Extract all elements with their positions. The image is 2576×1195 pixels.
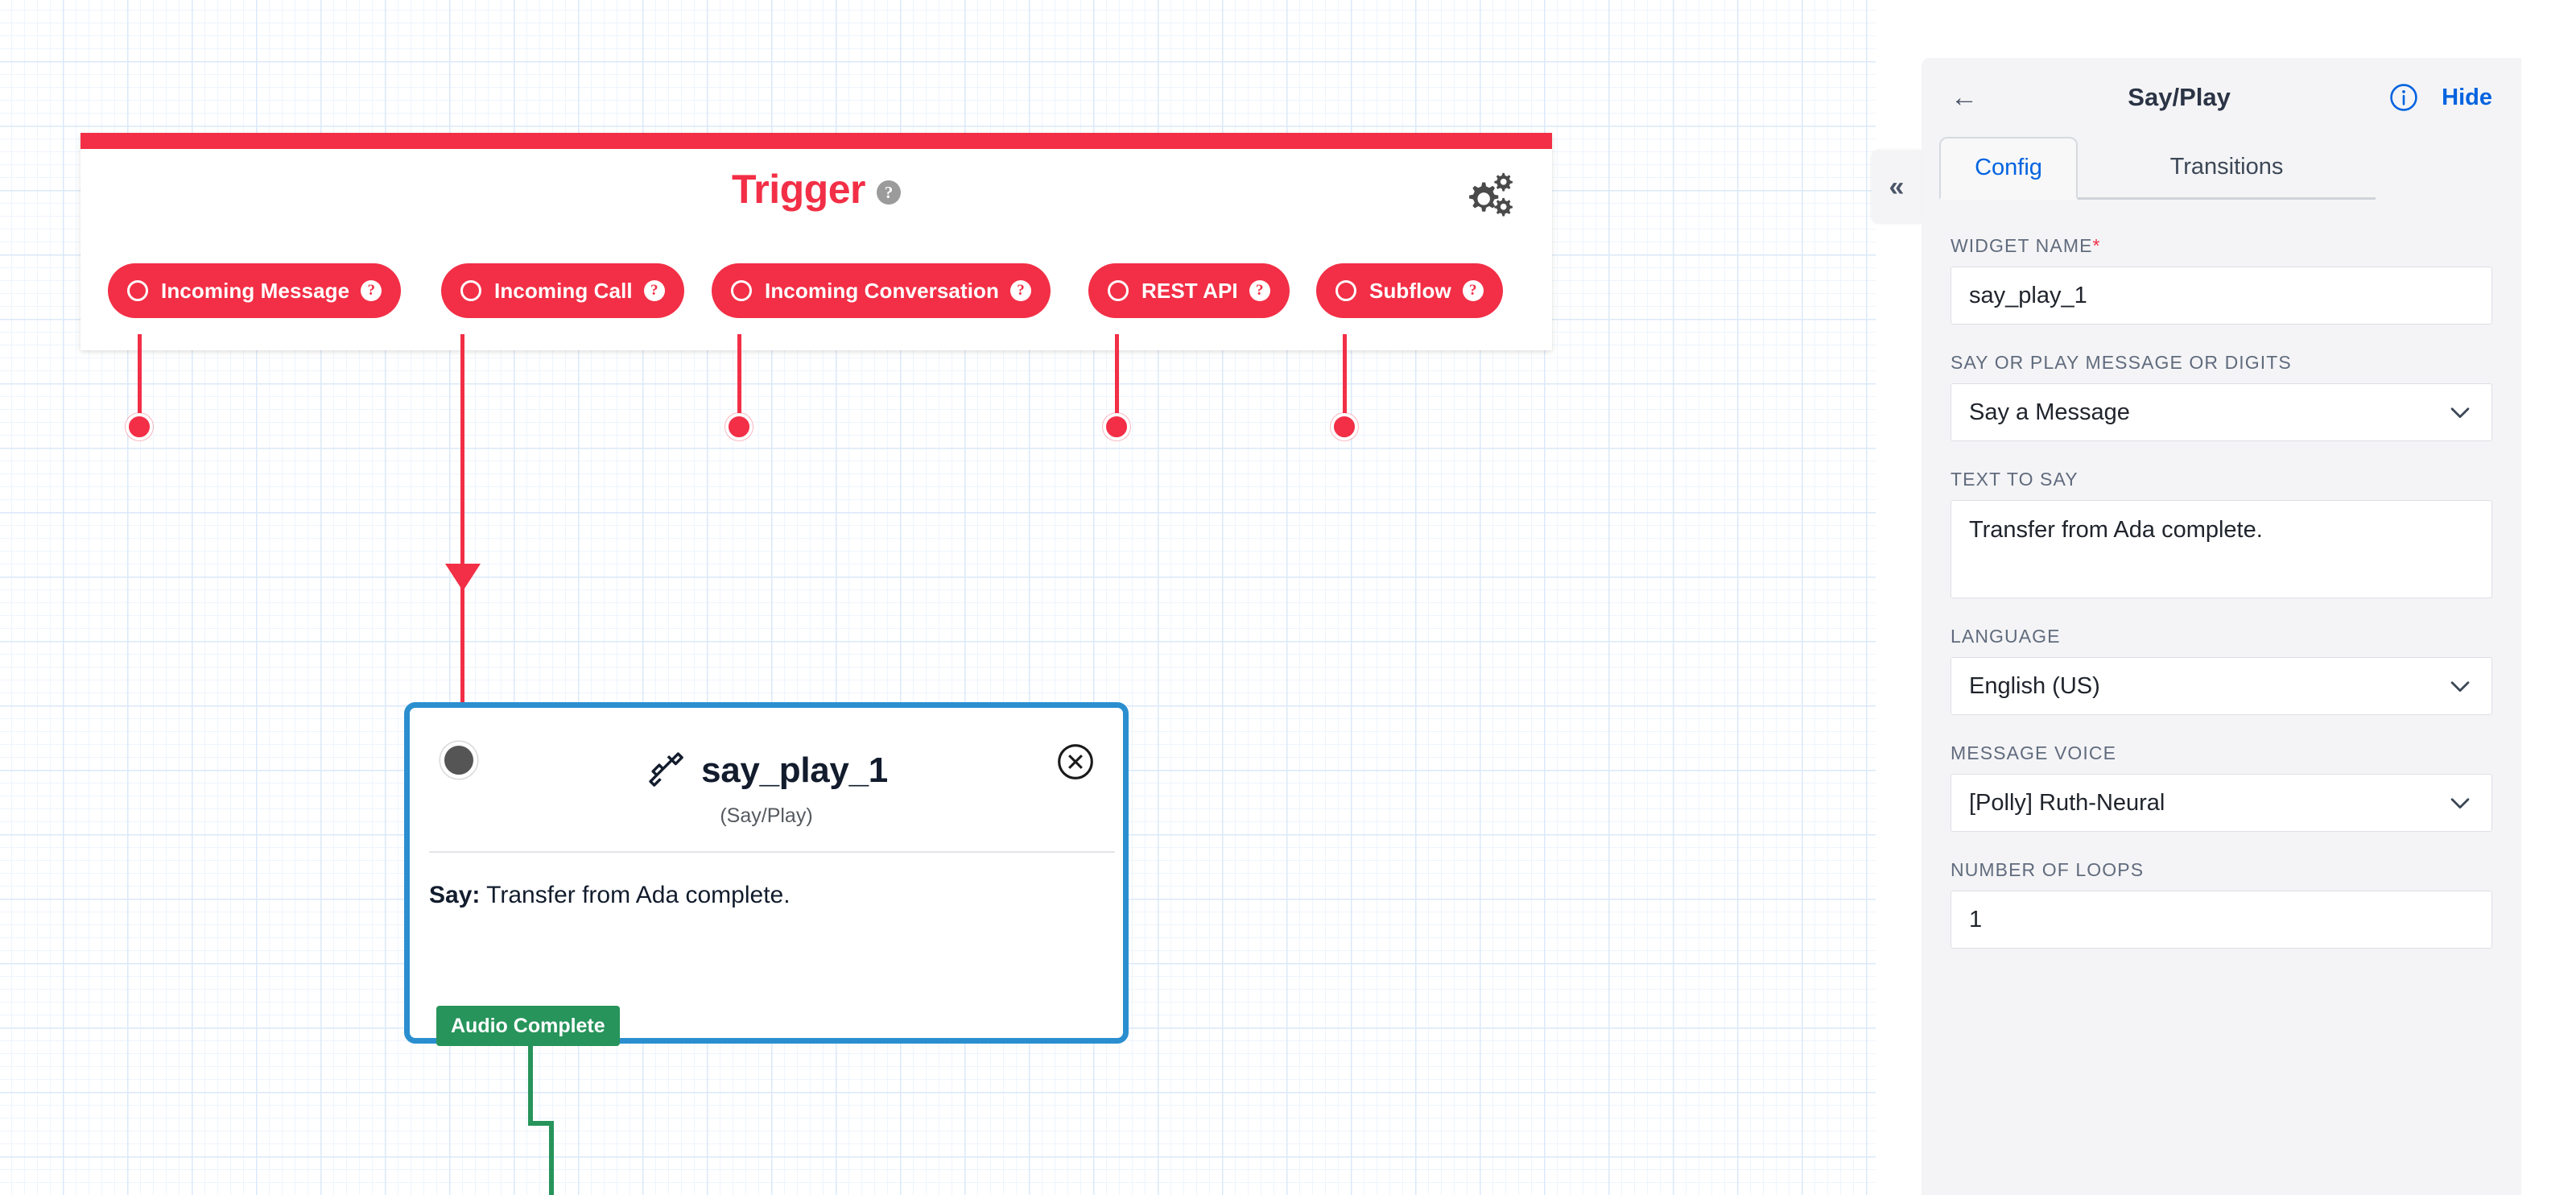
label-text: WIDGET NAME <box>1951 235 2093 256</box>
panel-header: ← Say/Play Hide <box>1922 58 2521 137</box>
connector-arrow-to-widget <box>445 564 481 591</box>
info-circle-icon[interactable] <box>2388 82 2419 113</box>
field-text-to-say: TEXT TO SAY Transfer from Ada complete. <box>1951 469 2492 598</box>
tab-config[interactable]: Config <box>1939 137 2078 200</box>
widget-body-text: Transfer from Ada complete. <box>486 882 791 908</box>
field-label: MESSAGE VOICE <box>1951 742 2117 763</box>
trigger-title: Trigger <box>732 167 865 212</box>
field-label: LANGUAGE <box>1951 626 2061 647</box>
widget-card-say-play[interactable]: say_play_1 (Say/Play) Say: Transfer from… <box>404 702 1129 1044</box>
widget-name-input[interactable]: say_play_1 <box>1951 267 2492 325</box>
trigger-pill-subflow[interactable]: Subflow ? <box>1316 263 1503 318</box>
say-or-play-select[interactable]: Say a Message <box>1951 383 2492 441</box>
connector-endpoint-incoming-conversation[interactable] <box>725 413 753 440</box>
close-circle-icon[interactable] <box>1055 742 1096 782</box>
widget-body-label: Say: <box>429 882 481 908</box>
widget-drag-handle[interactable] <box>440 742 477 779</box>
flow-canvas[interactable]: Incoming Message ? Incoming Call ? Incom… <box>0 0 1876 1195</box>
circle-icon <box>127 280 148 301</box>
trigger-pill-label: Incoming Conversation <box>765 278 1000 303</box>
field-label: NUMBER OF LOOPS <box>1951 859 2145 880</box>
help-icon[interactable]: ? <box>361 280 382 301</box>
widget-config-panel: ← Say/Play Hide Config Transitions WIDGE… <box>1922 58 2521 1195</box>
field-label: WIDGET NAME* <box>1951 235 2492 257</box>
field-label: SAY OR PLAY MESSAGE OR DIGITS <box>1951 352 2292 373</box>
field-label: TEXT TO SAY <box>1951 469 2079 490</box>
panel-tabs: Config Transitions <box>1922 137 2521 200</box>
transition-chip-audio-complete[interactable]: Audio Complete <box>436 1006 620 1046</box>
field-say-or-play: SAY OR PLAY MESSAGE OR DIGITS Say a Mess… <box>1951 352 2492 441</box>
connector-stem-incoming-message <box>138 334 142 423</box>
trigger-title-row: Trigger ? <box>80 157 1552 221</box>
trigger-pill-label: Subflow <box>1369 278 1451 303</box>
required-marker: * <box>2092 235 2101 256</box>
gears-icon[interactable] <box>1463 170 1513 220</box>
connector-stem-subflow <box>1343 334 1347 423</box>
select-value: Say a Message <box>1969 399 2130 425</box>
help-icon[interactable]: ? <box>1010 280 1032 301</box>
widget-title-row: say_play_1 <box>410 748 1123 792</box>
hide-link[interactable]: Hide <box>2442 84 2492 110</box>
trigger-pill-incoming-message[interactable]: Incoming Message ? <box>108 263 402 318</box>
field-language: LANGUAGE English (US) <box>1951 626 2492 715</box>
language-select[interactable]: English (US) <box>1951 657 2492 715</box>
panel-collapse-toggle[interactable]: « <box>1872 150 1922 224</box>
widget-subtitle: (Say/Play) <box>720 804 813 827</box>
connector-stem-incoming-conversation <box>737 334 741 423</box>
chevron-double-left-icon: « <box>1889 171 1905 202</box>
circle-icon <box>731 280 752 301</box>
connector-endpoint-subflow[interactable] <box>1331 413 1358 440</box>
circle-icon <box>1108 280 1129 301</box>
config-form: WIDGET NAME* say_play_1 SAY OR PLAY MESS… <box>1922 200 2521 949</box>
transition-line-vertical-upper <box>528 1039 533 1126</box>
circle-icon <box>460 280 481 301</box>
panel-title: Say/Play <box>2128 83 2231 111</box>
text-to-say-textarea[interactable]: Transfer from Ada complete. <box>1951 500 2492 598</box>
select-value: [Polly] Ruth-Neural <box>1969 789 2165 816</box>
connector-endpoint-incoming-message[interactable] <box>126 413 153 440</box>
select-value: English (US) <box>1969 672 2100 699</box>
help-icon[interactable]: ? <box>1462 280 1484 301</box>
number-of-loops-input[interactable]: 1 <box>1951 891 2492 949</box>
circle-icon <box>1335 280 1356 301</box>
help-icon[interactable]: ? <box>1249 280 1270 301</box>
trigger-pill-label: Incoming Call <box>494 278 633 303</box>
phone-handset-icon <box>645 748 685 792</box>
trigger-accent-bar <box>80 133 1552 149</box>
chevron-down-icon <box>2446 789 2474 817</box>
chevron-down-icon <box>2446 399 2474 426</box>
trigger-pill-incoming-conversation[interactable]: Incoming Conversation ? <box>712 263 1051 318</box>
field-widget-name: WIDGET NAME* say_play_1 <box>1951 235 2492 325</box>
connector-stem-rest-api <box>1115 334 1119 423</box>
tab-transitions[interactable]: Transitions <box>2078 137 2376 200</box>
message-voice-select[interactable]: [Polly] Ruth-Neural <box>1951 774 2492 832</box>
connector-stem-incoming-call <box>460 334 464 568</box>
connector-stem-to-widget <box>460 585 464 705</box>
help-icon[interactable]: ? <box>643 280 665 301</box>
field-number-of-loops: NUMBER OF LOOPS 1 <box>1951 859 2492 949</box>
chevron-down-icon <box>2446 672 2474 700</box>
widget-title: say_play_1 <box>701 750 888 790</box>
divider <box>429 851 1115 853</box>
trigger-pill-label: Incoming Message <box>161 278 350 303</box>
connector-endpoint-rest-api[interactable] <box>1103 413 1130 440</box>
transition-line-jog <box>528 1121 554 1126</box>
transition-line-vertical-lower <box>549 1121 554 1195</box>
help-icon[interactable]: ? <box>876 180 901 205</box>
back-arrow-icon[interactable]: ← <box>1951 82 1978 113</box>
widget-body: Say: Transfer from Ada complete. <box>429 879 1121 912</box>
trigger-pill-incoming-call[interactable]: Incoming Call ? <box>441 263 684 318</box>
trigger-pill-label: REST API <box>1141 278 1238 303</box>
trigger-pill-rest-api[interactable]: REST API ? <box>1088 263 1290 318</box>
field-message-voice: MESSAGE VOICE [Polly] Ruth-Neural <box>1951 742 2492 832</box>
